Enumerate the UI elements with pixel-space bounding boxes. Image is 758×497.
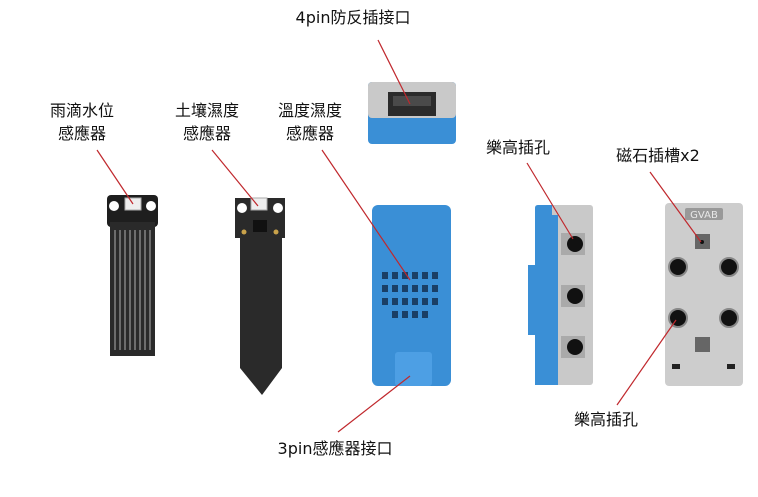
temp-humidity-module <box>372 205 451 386</box>
label-3pin-connector: 3pin感應器接口 <box>277 439 393 458</box>
label-soil-sensor: 土壤濕度感應器 <box>174 101 240 143</box>
label-rain-sensor: 雨滴水位感應器 <box>49 101 115 143</box>
label-magnet-slot: 磁石插槽x2 <box>616 146 700 165</box>
leader-lines <box>96 39 702 433</box>
magnet-back-module: GVAB <box>665 203 743 386</box>
module-marking: GVAB <box>690 210 718 221</box>
label-lego-hole-side: 樂高插孔 <box>485 138 551 157</box>
rain-sensor <box>107 195 158 356</box>
soil-sensor <box>235 197 285 395</box>
4pin-connector-module <box>368 82 456 144</box>
label-temp-humidity-sensor: 溫度濕度感應器 <box>277 101 343 143</box>
label-4pin-connector: 4pin防反插接口 <box>295 8 411 27</box>
lego-side-module <box>528 205 593 385</box>
label-lego-hole-back: 樂高插孔 <box>573 410 639 429</box>
